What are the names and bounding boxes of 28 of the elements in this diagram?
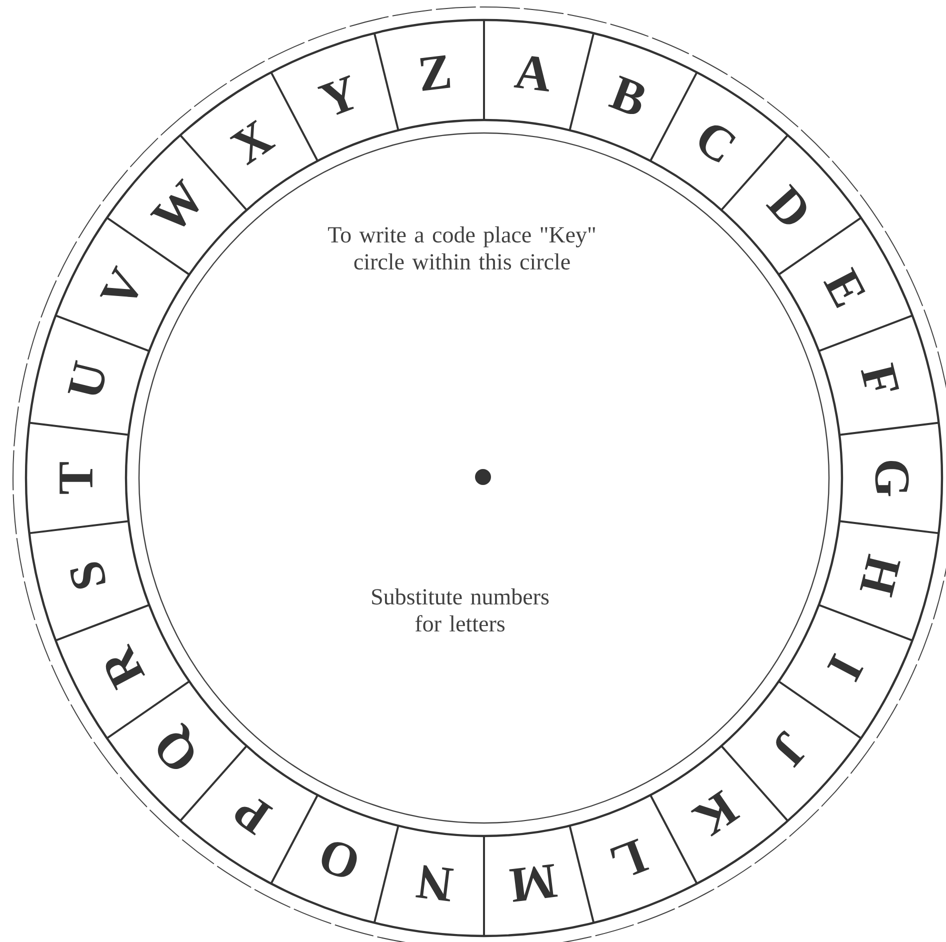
letter: H <box>860 554 900 598</box>
letter: R <box>106 644 146 690</box>
instruction-text: To write a code place "Key" circle within this circle <box>328 226 595 270</box>
letter: X <box>230 120 276 166</box>
letter: V <box>100 265 138 298</box>
letter: M <box>509 864 558 902</box>
letter: E <box>823 266 866 308</box>
letter: G <box>875 460 909 496</box>
letter: Q <box>158 722 194 769</box>
letter: T <box>60 462 92 494</box>
letter: B <box>608 76 644 114</box>
letter: Z <box>420 55 450 91</box>
letter: S <box>70 562 106 589</box>
letter: C <box>699 125 736 162</box>
letter: W <box>150 178 199 226</box>
letter: U <box>68 360 105 395</box>
letter: K <box>690 790 740 837</box>
letter: N <box>416 865 454 902</box>
letter: P <box>235 798 274 836</box>
letter: A <box>514 56 549 92</box>
letter: I <box>827 652 864 682</box>
letter: D <box>766 184 806 224</box>
letter: F <box>860 362 900 392</box>
letter: J <box>776 730 805 768</box>
letter: O <box>322 842 357 877</box>
letter: L <box>610 838 650 876</box>
letter: Y <box>317 75 354 115</box>
instruction-text: Substitute numbers for letters <box>372 588 549 632</box>
